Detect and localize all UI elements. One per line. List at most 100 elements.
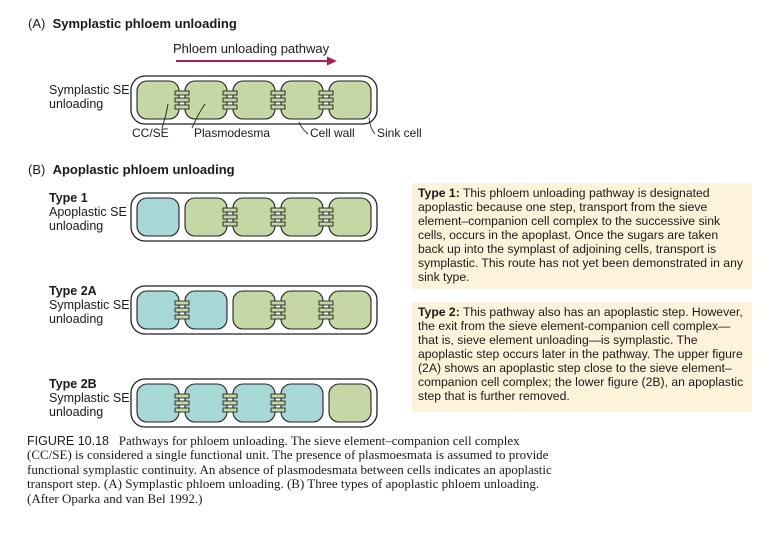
row-type2b-line2: unloading bbox=[49, 405, 104, 419]
row-b3-plasmodesma-1-2 bbox=[174, 400, 190, 406]
section-b-heading: (B) Apoplastic phloem unloading bbox=[28, 162, 235, 177]
row-b2-cell-5 bbox=[328, 290, 372, 330]
row-b2-plasmodesma-3-2 bbox=[270, 307, 286, 313]
row-a-plasmodesma-3-3 bbox=[270, 104, 286, 110]
row-a-label: Symplastic SE unloading bbox=[49, 83, 130, 111]
row-b2-cell-4 bbox=[280, 290, 324, 330]
section-b-marker: (B) bbox=[28, 162, 46, 177]
row-a-plasmodesma-4-1 bbox=[318, 90, 334, 96]
row-b2-cell-2 bbox=[184, 290, 228, 330]
note-type1-body: This phloem unloading pathway is designa… bbox=[418, 186, 743, 284]
row-a-plasmodesma-2-3 bbox=[222, 104, 238, 110]
note-type2-head: Type 2: bbox=[418, 305, 460, 319]
row-b1-plasmodesma-4-2 bbox=[318, 214, 334, 220]
row-b3-plasmodesma-2-1 bbox=[222, 393, 238, 399]
row-b1-plasmodesma-2-1 bbox=[222, 207, 238, 213]
row-b3-plasmodesma-3-1 bbox=[270, 393, 286, 399]
row-a-cell-4 bbox=[280, 80, 324, 120]
row-a-plasmodesma-3-1 bbox=[270, 90, 286, 96]
row-a-plasmodesma-3-2 bbox=[270, 97, 286, 103]
row-a-cell-2 bbox=[184, 80, 228, 120]
row-b2-plasmodesma-4-2 bbox=[318, 307, 334, 313]
section-a-heading: (A) Symplastic phloem unloading bbox=[28, 16, 237, 31]
row-b1-plasmodesma-2-2 bbox=[222, 214, 238, 220]
row-b3-plasmodesma-2-3 bbox=[222, 407, 238, 413]
row-a-plasmodesma-4-3 bbox=[318, 104, 334, 110]
figure-caption-text: Pathways for phloem unloading. The sieve… bbox=[27, 433, 552, 506]
row-type1-label: Type 1 Apoplastic SE unloading bbox=[49, 191, 127, 233]
row-a-label-line1: Symplastic SE bbox=[49, 83, 130, 97]
row-type2b-line1: Symplastic SE bbox=[49, 391, 130, 405]
row-type1-line2: unloading bbox=[49, 219, 104, 233]
arrow-label: Phloem unloading pathway bbox=[173, 41, 330, 56]
row-b1-plasmodesma-4-3 bbox=[318, 221, 334, 227]
row-type1-type: Type 1 bbox=[49, 191, 88, 205]
row-b1-plasmodesma-3-3 bbox=[270, 221, 286, 227]
note-type1-head: Type 1: bbox=[418, 186, 460, 200]
note-type1: Type 1: This phloem unloading pathway is… bbox=[412, 183, 752, 289]
row-b3-cell-2 bbox=[184, 383, 228, 423]
row-b3-cell-3 bbox=[232, 383, 276, 423]
row-b1-cell-5 bbox=[328, 197, 372, 237]
section-a-marker: (A) bbox=[28, 16, 46, 31]
leader-plasmodesma bbox=[191, 103, 206, 129]
row-a-cell-5 bbox=[328, 80, 372, 120]
row-a-plasmodesma-4-2 bbox=[318, 97, 334, 103]
pathway-arrow-head bbox=[327, 56, 337, 66]
figure-number: FIGURE 10.18 bbox=[27, 434, 109, 448]
row-b2-cell-3 bbox=[232, 290, 276, 330]
callout-plasmodesma: Plasmodesma bbox=[194, 126, 271, 140]
row-b3-plasmodesma-2-2 bbox=[222, 400, 238, 406]
row-b1-plasmodesma-4-1 bbox=[318, 207, 334, 213]
row-b1-plasmodesma-3-1 bbox=[270, 207, 286, 213]
row-a-plasmodesma-1-3 bbox=[174, 104, 190, 110]
row-a-plasmodesma-2-2 bbox=[222, 97, 238, 103]
leader-ccse bbox=[161, 103, 169, 129]
row-b3-plasmodesma-3-3 bbox=[270, 407, 286, 413]
row-type2a-line2: unloading bbox=[49, 312, 104, 326]
row-type2b-label: Type 2B Symplastic SE unloading bbox=[49, 377, 130, 419]
row-b3-plasmodesma-3-2 bbox=[270, 400, 286, 406]
row-a-cell-1 bbox=[136, 80, 180, 120]
row-type2b-type: Type 2B bbox=[49, 377, 97, 391]
row-b2-plasmodesma-4-1 bbox=[318, 300, 334, 306]
row-b2-cell-1 bbox=[136, 290, 180, 330]
row-a-plasmodesma-1-1 bbox=[174, 90, 190, 96]
row-b1-plasmodesma-3-2 bbox=[270, 214, 286, 220]
row-b3-plasmodesma-1-3 bbox=[174, 407, 190, 413]
row-b3-cell-4 bbox=[280, 383, 324, 423]
row-b3-plasmodesma-1-1 bbox=[174, 393, 190, 399]
leader-cell-wall bbox=[298, 121, 309, 135]
row-b2-plasmodesma-1-2 bbox=[174, 307, 190, 313]
row-a-plasmodesma-1-2 bbox=[174, 97, 190, 103]
row-b3-cell-5 bbox=[328, 383, 372, 423]
row-type2a-label: Type 2A Symplastic SE unloading bbox=[49, 284, 130, 326]
row-a-cell-3 bbox=[232, 80, 276, 120]
section-a-title: Symplastic phloem unloading bbox=[52, 16, 237, 31]
note-type2: Type 2: This pathway also has an apoplas… bbox=[412, 302, 752, 412]
row-b3-cell-1 bbox=[136, 383, 180, 423]
row-b1-plasmodesma-2-3 bbox=[222, 221, 238, 227]
section-b-title: Apoplastic phloem unloading bbox=[52, 162, 235, 177]
callout-sink-cell: Sink cell bbox=[377, 126, 422, 140]
row-b1-cell-4 bbox=[280, 197, 324, 237]
row-b2-plasmodesma-1-1 bbox=[174, 300, 190, 306]
row-a-label-line2: unloading bbox=[49, 97, 104, 111]
row-b2-plasmodesma-3-1 bbox=[270, 300, 286, 306]
row-type2a-line1: Symplastic SE bbox=[49, 298, 130, 312]
row-type1-line1: Apoplastic SE bbox=[49, 205, 127, 219]
callout-cell-wall: Cell wall bbox=[310, 126, 355, 140]
row-type2a-type: Type 2A bbox=[49, 284, 97, 298]
row-b2-plasmodesma-4-3 bbox=[318, 314, 334, 320]
row-a-plasmodesma-2-1 bbox=[222, 90, 238, 96]
note-type2-body: This pathway also has an apoplastic step… bbox=[418, 305, 744, 403]
row-b2-plasmodesma-3-3 bbox=[270, 314, 286, 320]
row-b2-plasmodesma-1-3 bbox=[174, 314, 190, 320]
leader-sink-cell bbox=[368, 117, 376, 135]
row-b1-cell-2 bbox=[184, 197, 228, 237]
callout-ccse: CC/SE bbox=[132, 126, 169, 140]
row-b1-cell-3 bbox=[232, 197, 276, 237]
figure-caption: FIGURE 10.18 Pathways for phloem unloadi… bbox=[27, 433, 557, 506]
row-b1-cell-1 bbox=[136, 197, 180, 237]
